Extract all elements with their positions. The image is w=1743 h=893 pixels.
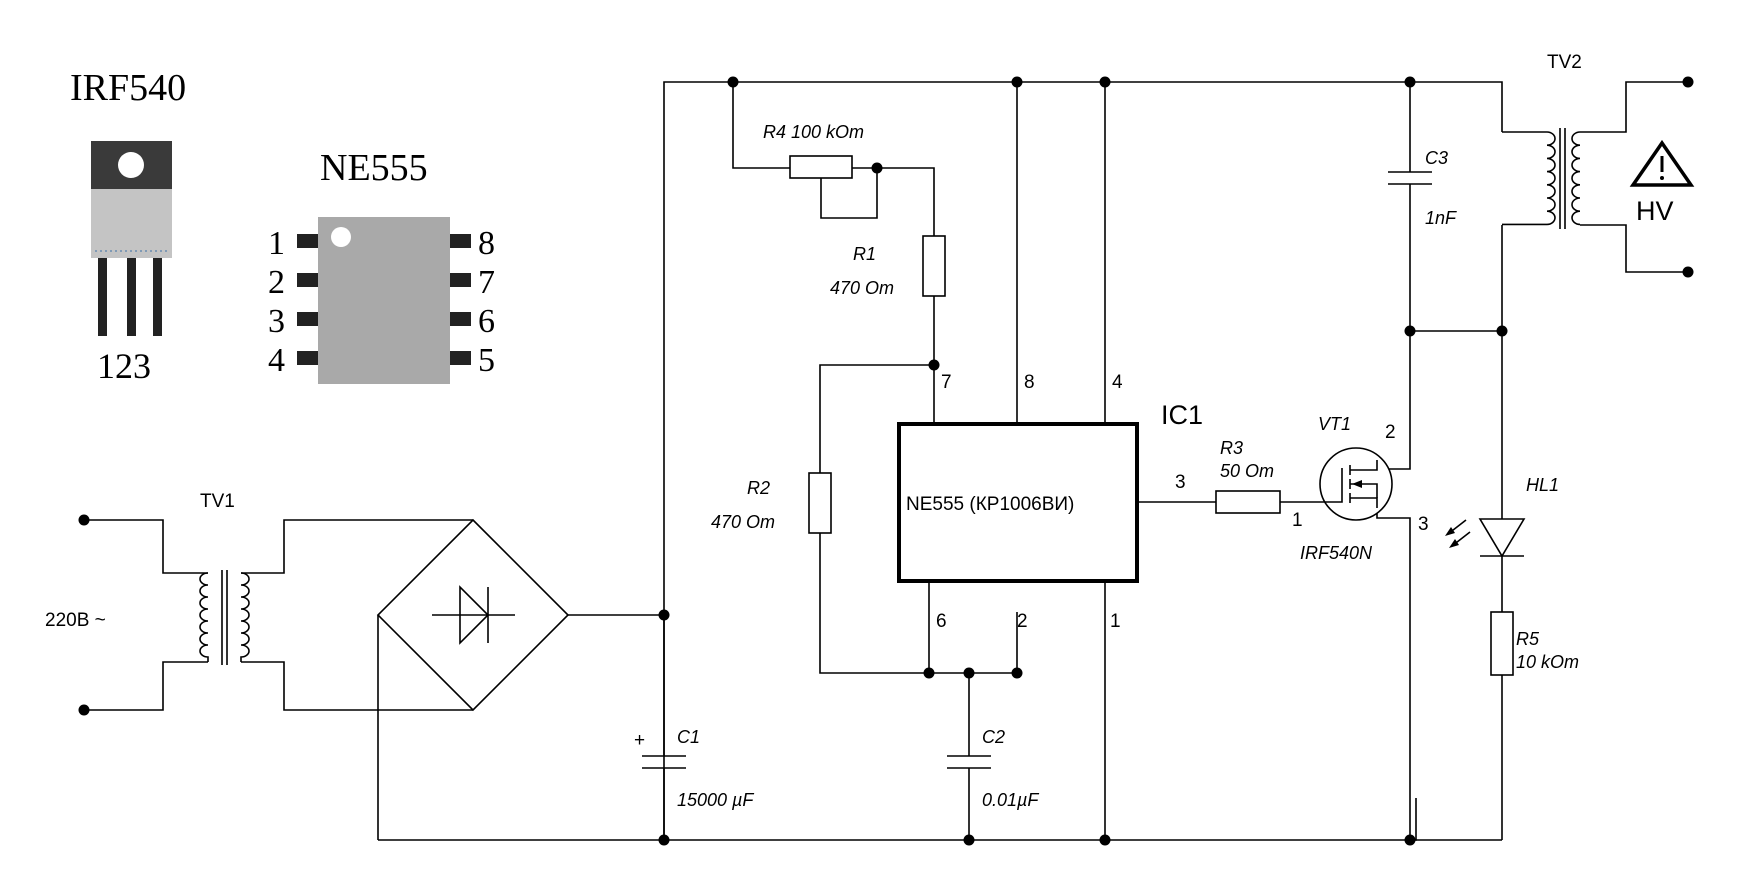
ne555-package: NE555 1 2 3 4 8 7 6 5 <box>268 147 495 384</box>
hv-terminal-top <box>1682 76 1694 88</box>
r3-value: 50 Om <box>1220 461 1274 481</box>
vt1-name: VT1 <box>1318 414 1351 434</box>
tv2-label: TV2 <box>1547 52 1582 73</box>
tv1-label: TV1 <box>200 491 235 512</box>
vt1-pin-source: 3 <box>1418 514 1429 535</box>
ne555-pin-5: 5 <box>478 342 495 379</box>
irf540-title: IRF540 <box>70 67 186 109</box>
ic1-pin-4: 4 <box>1112 372 1123 393</box>
hv-label: HV <box>1636 196 1674 226</box>
ic1-pin-8: 8 <box>1024 372 1035 393</box>
c3-value: 1nF <box>1425 208 1457 228</box>
ic1-pin-6: 6 <box>936 611 947 632</box>
transformer-tv1: TV1 220В ~ <box>45 491 473 716</box>
ne555-pin-7: 7 <box>478 264 495 301</box>
resistor-r3: R3 50 Om <box>1215 438 1281 514</box>
hl1-name: HL1 <box>1526 475 1559 495</box>
ne555-pin-4: 4 <box>268 342 285 379</box>
r5-name: R5 <box>1516 629 1540 649</box>
irf540-body <box>91 189 172 258</box>
bridge-rectifier <box>376 518 570 712</box>
ic1-pin-2: 2 <box>1017 611 1028 632</box>
vt1-part: IRF540N <box>1300 543 1373 563</box>
r4-label: R4 100 kOm <box>763 122 864 142</box>
ic1-pin-1: 1 <box>1110 611 1121 632</box>
resistor-r1: R1 470 Om <box>830 235 946 298</box>
hv-terminal-bottom <box>1682 266 1694 278</box>
resistor-r2: R2 470 Om <box>711 472 832 534</box>
ne555-pin1-marker <box>331 227 351 247</box>
ic1-name: IC1 <box>1161 400 1203 430</box>
irf540-package: IRF540 123 <box>70 67 186 386</box>
ic1-ne555: NE555 (КР1006ВИ) IC1 7 8 4 3 6 2 1 <box>897 372 1203 632</box>
resistor-r5: R5 10 kOm <box>1490 611 1579 676</box>
light-emission-icon <box>1445 519 1471 548</box>
ne555-pin-2: 2 <box>268 264 285 301</box>
mains-input-label: 220В ~ <box>45 610 106 631</box>
vt1-pin-gate: 1 <box>1292 510 1303 531</box>
ne555-pin-1: 1 <box>268 225 285 262</box>
r2-value: 470 Om <box>711 512 775 532</box>
irf540-pin-numbers: 123 <box>97 346 151 386</box>
c1-name: C1 <box>677 727 700 747</box>
r3-name: R3 <box>1220 438 1243 458</box>
r1-value: 470 Om <box>830 278 894 298</box>
resistor-r4: R4 100 kOm <box>763 122 864 179</box>
irf540-lead-3 <box>153 258 162 336</box>
c2-name: C2 <box>982 727 1005 747</box>
irf540-mount-hole <box>118 152 144 178</box>
junction-dots <box>658 76 1694 846</box>
c2-value: 0.01µF <box>982 790 1039 810</box>
c1-value: 15000 µF <box>677 790 754 810</box>
capacitor-c2: C2 0.01µF <box>947 727 1039 810</box>
ne555-pin-6: 6 <box>478 303 495 340</box>
r1-name: R1 <box>853 244 876 264</box>
mosfet-vt1: VT1 IRF540N 1 2 3 <box>1292 414 1429 563</box>
ic1-pin-7: 7 <box>941 372 952 393</box>
ic1-pin-3: 3 <box>1175 472 1186 493</box>
led-hl1: HL1 <box>1445 475 1559 558</box>
capacitor-c3: C3 1nF <box>1388 148 1457 228</box>
vt1-pin-drain: 2 <box>1385 422 1396 443</box>
c1-polarity: + <box>634 730 645 751</box>
r5-value: 10 kOm <box>1516 652 1579 672</box>
irf540-lead-2 <box>127 258 136 336</box>
ne555-title: NE555 <box>320 147 428 189</box>
ne555-pin-3: 3 <box>268 303 285 340</box>
r2-name: R2 <box>747 478 770 498</box>
ne555-pin-8: 8 <box>478 225 495 262</box>
c3-name: C3 <box>1425 148 1448 168</box>
ic1-body-label: NE555 (КР1006ВИ) <box>906 494 1074 515</box>
capacitor-c1: + C1 15000 µF <box>634 615 754 810</box>
transformer-tv2: TV2 HV <box>1502 52 1695 229</box>
irf540-lead-1 <box>98 258 107 336</box>
